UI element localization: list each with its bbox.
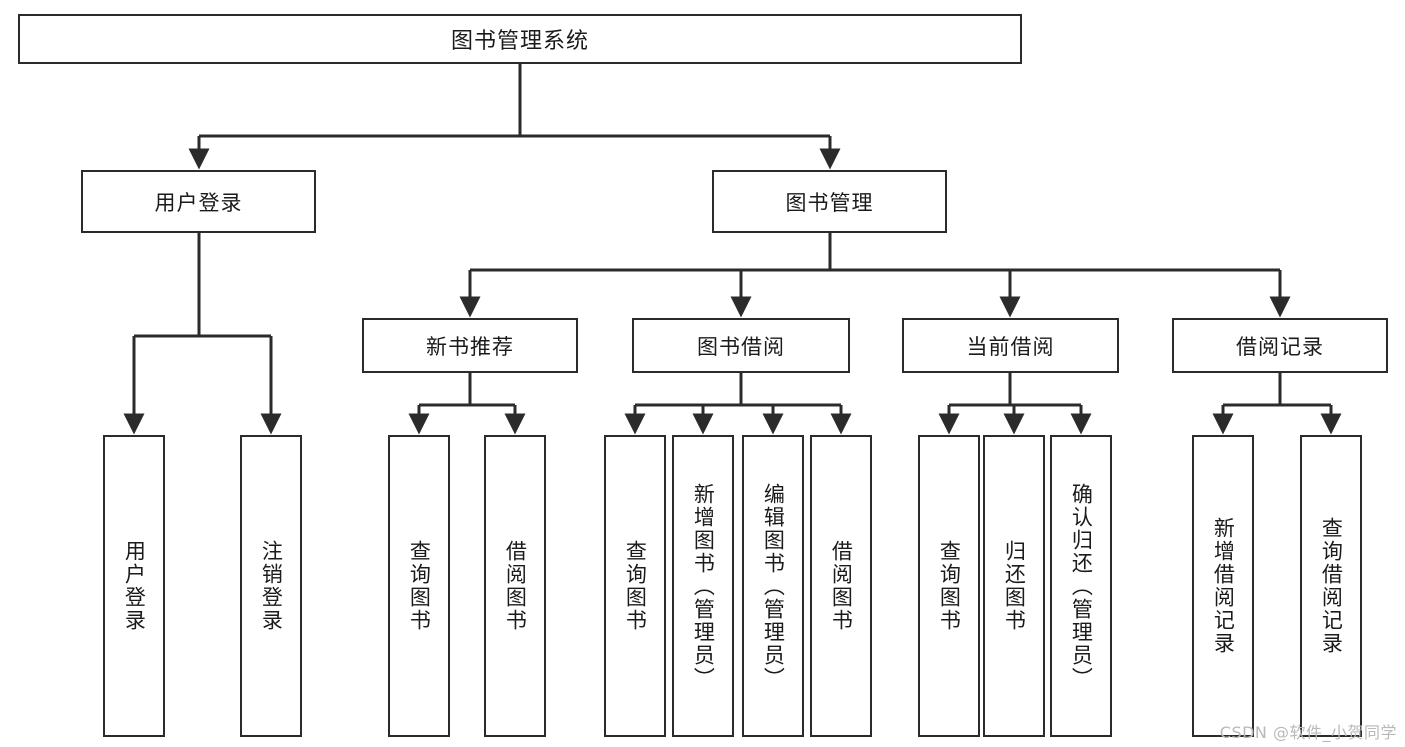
node-label: 新书推荐 — [426, 334, 514, 359]
node-label: 图书管理 — [785, 190, 874, 215]
node-label: 新增借阅记录 — [1211, 517, 1236, 655]
node-label: 图书管理系统 — [450, 29, 589, 54]
node-label: 查询借阅记录 — [1319, 517, 1344, 655]
leaf-user-login-logout[interactable]: 注销登录 — [240, 435, 302, 737]
leaf-current-borrow-query[interactable]: 查询图书 — [918, 435, 980, 737]
node-label: 查询图书 — [937, 540, 962, 632]
leaf-book-borrow-query[interactable]: 查询图书 — [604, 435, 666, 737]
node-root-library-system[interactable]: 图书管理系统 — [18, 14, 1022, 64]
leaf-current-borrow-return[interactable]: 归还图书 — [983, 435, 1045, 737]
node-label: 注销登录 — [259, 540, 284, 632]
node-label: 编辑图书（管理员） — [761, 482, 786, 690]
leaf-new-book-borrow[interactable]: 借阅图书 — [484, 435, 546, 737]
node-label: 借阅图书 — [503, 540, 528, 632]
node-label: 归还图书 — [1002, 540, 1027, 632]
node-label: 用户登录 — [122, 540, 147, 632]
leaf-borrow-record-add[interactable]: 新增借阅记录 — [1192, 435, 1254, 737]
node-label: 查询图书 — [407, 540, 432, 632]
node-label: 借阅记录 — [1236, 334, 1324, 359]
node-label: 查询图书 — [623, 540, 648, 632]
node-book-borrow[interactable]: 图书借阅 — [632, 318, 850, 373]
leaf-book-borrow-edit[interactable]: 编辑图书（管理员） — [742, 435, 804, 737]
node-current-borrow[interactable]: 当前借阅 — [902, 318, 1119, 373]
node-label: 图书借阅 — [697, 334, 785, 359]
leaf-book-borrow-borrow[interactable]: 借阅图书 — [810, 435, 872, 737]
node-label: 确认归还（管理员） — [1069, 482, 1094, 690]
leaf-borrow-record-query[interactable]: 查询借阅记录 — [1300, 435, 1362, 737]
node-label: 当前借阅 — [966, 334, 1055, 359]
csdn-watermark: CSDN @软件_小贺同学 — [1219, 723, 1397, 742]
node-label: 用户登录 — [154, 190, 243, 215]
leaf-book-borrow-add[interactable]: 新增图书（管理员） — [672, 435, 734, 737]
node-borrow-record[interactable]: 借阅记录 — [1172, 318, 1388, 373]
node-label: 借阅图书 — [829, 540, 854, 632]
node-label: 新增图书（管理员） — [691, 482, 716, 690]
leaf-current-borrow-confirm-return[interactable]: 确认归还（管理员） — [1050, 435, 1112, 737]
leaf-user-login-login[interactable]: 用户登录 — [103, 435, 165, 737]
node-user-login[interactable]: 用户登录 — [81, 170, 316, 233]
node-new-book-recommend[interactable]: 新书推荐 — [362, 318, 578, 373]
node-book-management[interactable]: 图书管理 — [712, 170, 947, 233]
leaf-new-book-query[interactable]: 查询图书 — [388, 435, 450, 737]
